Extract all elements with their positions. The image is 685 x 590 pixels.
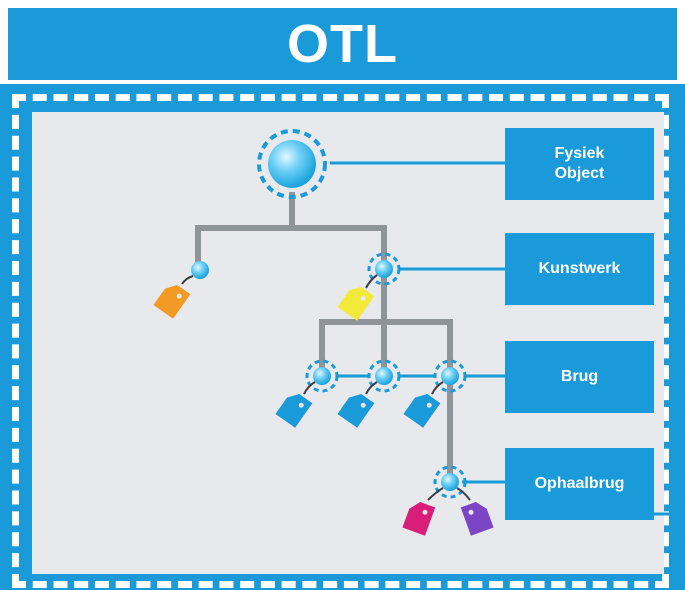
node-brug-2 (367, 359, 401, 393)
label-fysiek-object-text: Fysiek Object (554, 145, 605, 182)
label-connectors (330, 161, 685, 516)
label-ophaalbrug: Ophaalbrug (505, 448, 654, 520)
label-brug: Brug (505, 341, 654, 413)
label-ophaalbrug-text: Ophaalbrug (534, 475, 625, 492)
node-kunstwerk (367, 252, 401, 286)
tag-orange-icon (153, 280, 191, 319)
dashed-border (12, 94, 669, 588)
node-left (191, 261, 209, 279)
node-ophaalbrug (433, 465, 467, 499)
tag-strings (181, 274, 471, 501)
tree-connectors (195, 192, 453, 481)
page-title: OTL (287, 14, 398, 74)
title-bar: OTL (8, 8, 677, 80)
label-brug-text: Brug (560, 368, 599, 385)
root-node (257, 129, 327, 199)
label-kunstwerk: Kunstwerk (505, 233, 654, 305)
tag-yellow-icon (337, 282, 375, 321)
tag-blue-icon-1 (275, 389, 313, 428)
label-fysiek-object: Fysiek Object (505, 128, 654, 200)
label-kunstwerk-text: Kunstwerk (538, 260, 621, 277)
tag-purple-icon (460, 499, 494, 536)
tag-magenta-icon (402, 499, 436, 536)
node-brug-1 (305, 359, 339, 393)
node-brug-3 (433, 359, 467, 393)
tag-blue-icon-3 (403, 389, 441, 428)
tag-blue-icon-2 (337, 389, 375, 428)
